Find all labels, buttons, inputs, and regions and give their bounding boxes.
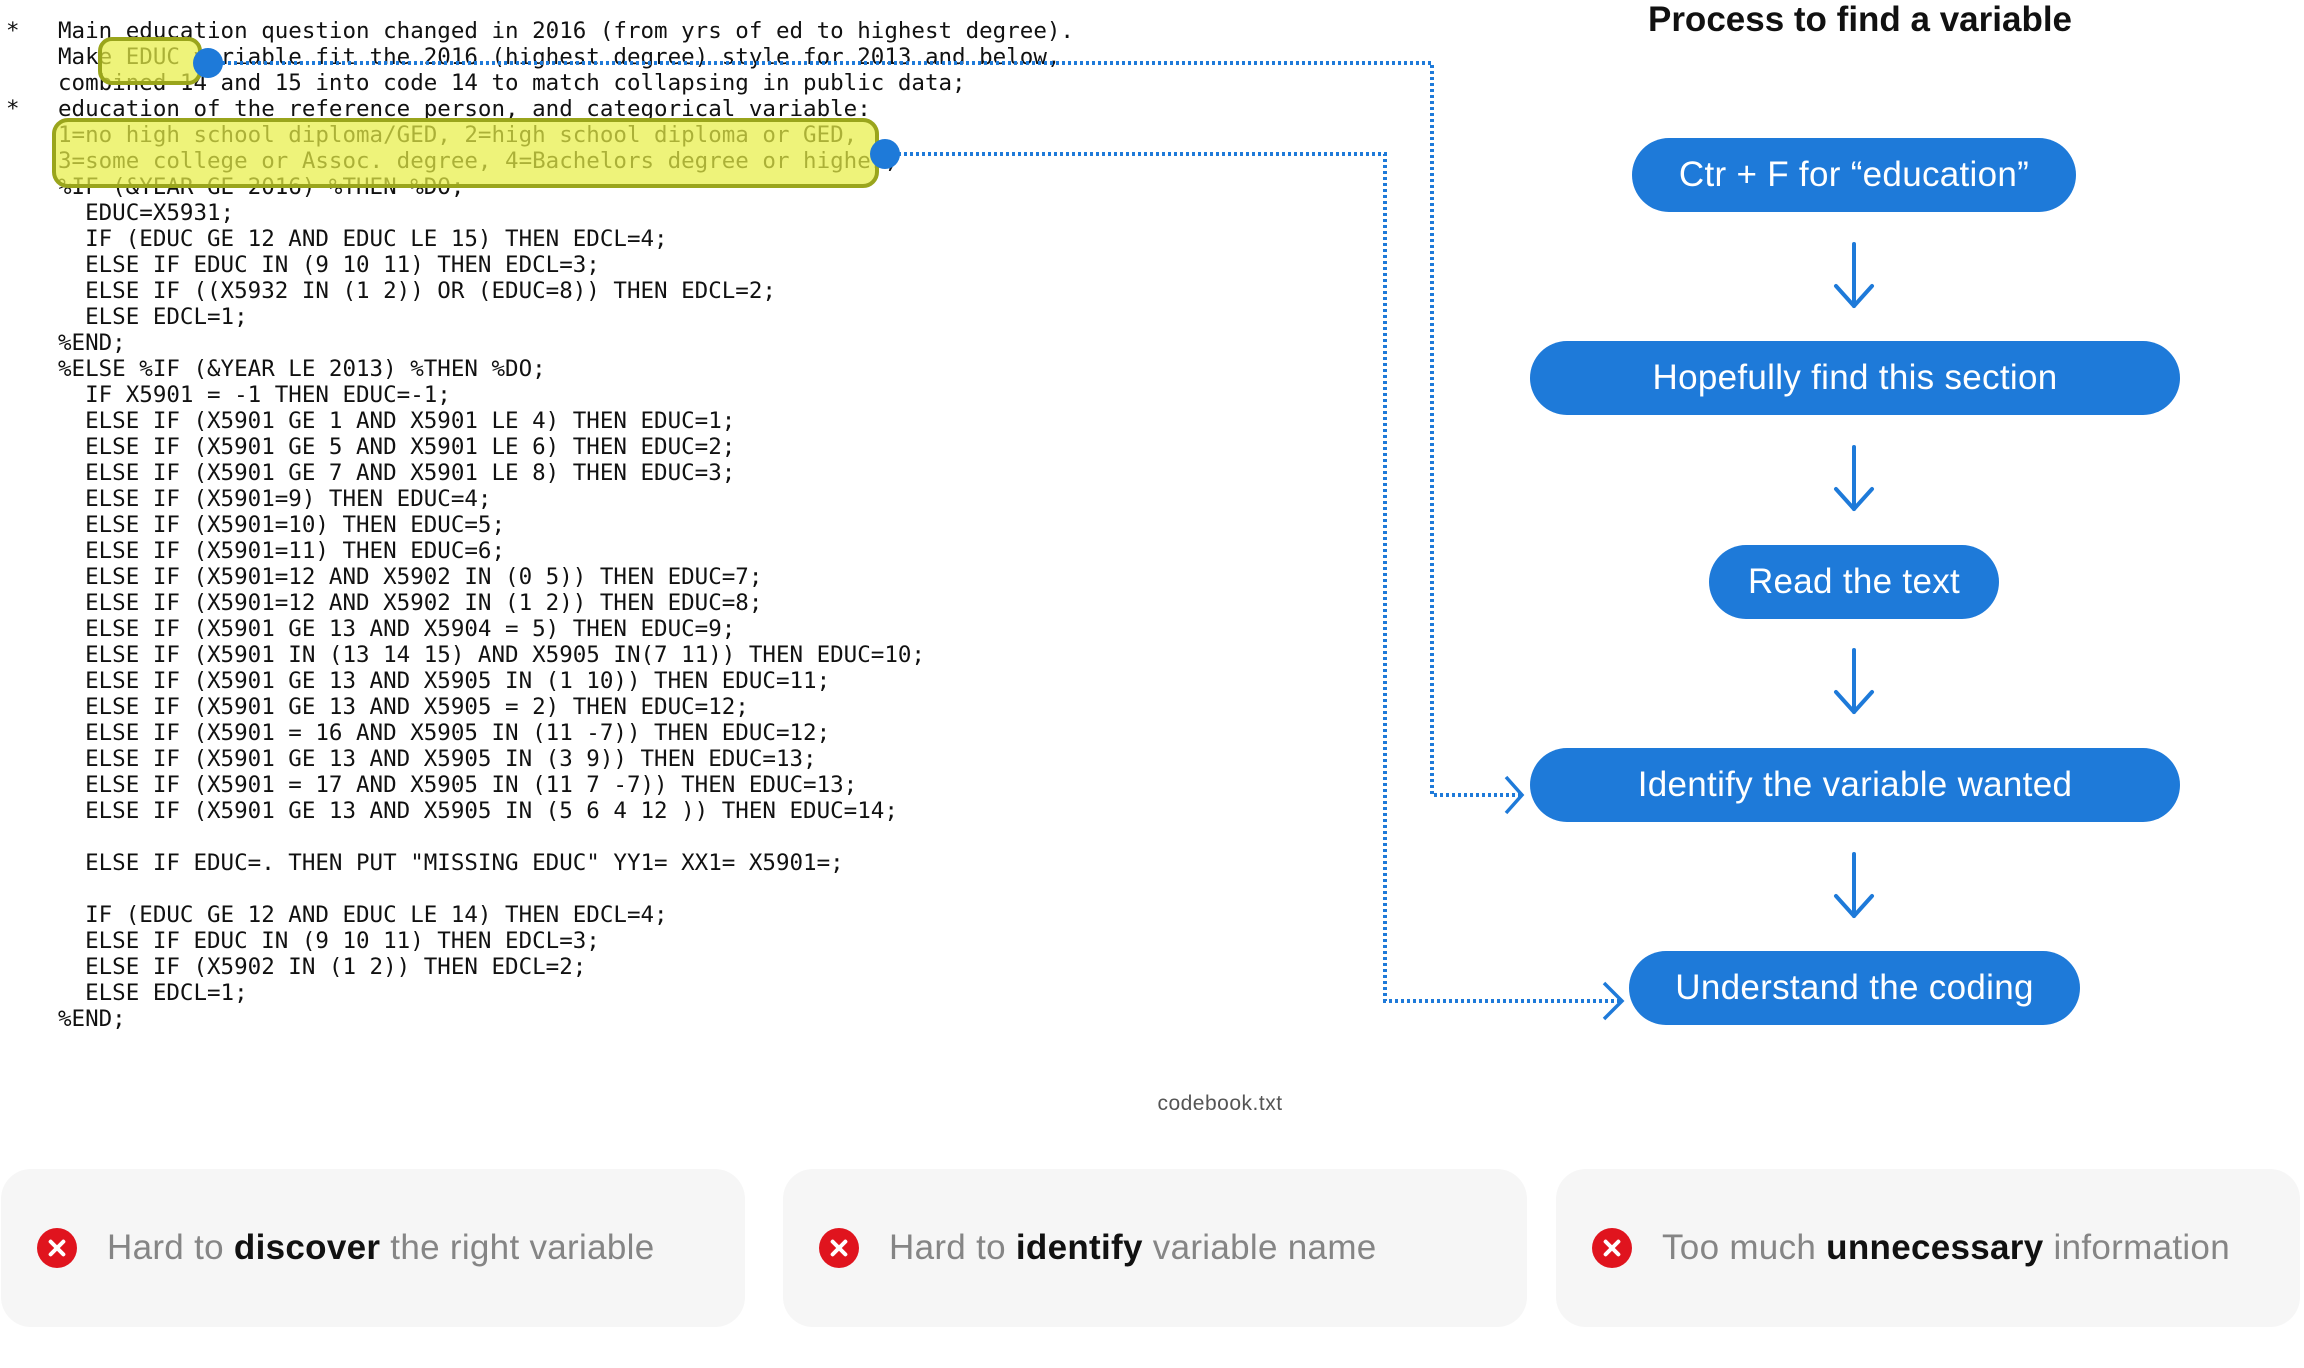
code-line: * education of the reference person, and … [0,96,1010,122]
code-line: ELSE IF EDUC=. THEN PUT "MISSING EDUC" Y… [0,850,1010,876]
code-text: ELSE IF (X5901 GE 13 AND X5905 IN (3 9))… [58,746,817,772]
code-line: ELSE IF (X5901 GE 13 AND X5905 IN (5 6 4… [0,798,1010,824]
code-line: IF (EDUC GE 12 AND EDUC LE 14) THEN EDCL… [0,902,1010,928]
code-line: ELSE EDCL=1; [0,304,1010,330]
code-line: ELSE IF (X5901 GE 13 AND X5904 = 5) THEN… [0,616,1010,642]
code-text: ELSE IF (X5901=10) THEN EDUC=5; [58,512,506,538]
pain-point-text: Hard to identify variable name [889,1228,1377,1267]
code-text: ELSE IF (X5901=11) THEN EDUC=6; [58,538,506,564]
flow-step-search: Ctr + F for “education” [1632,138,2076,212]
pain-point-card: Too much unnecessary information [1556,1169,2300,1327]
code-text: %ELSE %IF (&YEAR LE 2013) %THEN %DO; [58,356,546,382]
code-line: ELSE IF (X5901 = 17 AND X5905 IN (11 7 -… [0,772,1010,798]
flow-step-find-section: Hopefully find this section [1530,341,2180,415]
connector-arrowhead-identify [1504,775,1525,815]
code-line: %END; [0,1006,1010,1032]
code-text: IF (EDUC GE 12 AND EDUC LE 14) THEN EDCL… [58,902,668,928]
comment-marker: * [6,96,20,122]
code-text: ELSE IF (X5901 GE 13 AND X5905 = 2) THEN… [58,694,749,720]
code-line: ELSE IF (X5902 IN (1 2)) THEN EDCL=2; [0,954,1010,980]
code-text: combined 14 and 15 into code 14 to match… [58,70,966,96]
code-line: ELSE IF (X5901 GE 5 AND X5901 LE 6) THEN… [0,434,1010,460]
pain-point-card: Hard to discover the right variable [1,1169,745,1327]
arrow-down-icon [1834,242,1874,308]
code-line: ELSE IF (X5901=9) THEN EDUC=4; [0,486,1010,512]
code-text: ELSE IF (X5901 IN (13 14 15) AND X5905 I… [58,642,925,668]
code-line: %END; [0,330,1010,356]
connector-variable-to-identify [222,61,1520,797]
code-line: IF X5901 = -1 THEN EDUC=-1; [0,382,1010,408]
highlight-category-coding [52,118,879,188]
code-line: %ELSE %IF (&YEAR LE 2013) %THEN %DO; [0,356,1010,382]
code-line: ELSE IF (X5901 GE 7 AND X5901 LE 8) THEN… [0,460,1010,486]
code-text: Main education question changed in 2016 … [58,18,1074,44]
code-text: ELSE IF EDUC=. THEN PUT "MISSING EDUC" Y… [58,850,844,876]
flow-step-identify-variable: Identify the variable wanted [1530,748,2180,822]
code-text: ELSE IF (X5901=12 AND X5902 IN (0 5)) TH… [58,564,763,590]
code-line: ELSE IF ((X5932 IN (1 2)) OR (EDUC=8)) T… [0,278,1010,304]
code-line: ELSE IF (X5901=12 AND X5902 IN (0 5)) TH… [0,564,1010,590]
arrow-down-icon [1834,445,1874,511]
code-line: EDUC=X5931; [0,200,1010,226]
code-text: education of the reference person, and c… [58,96,871,122]
connector-coding-to-understand [898,152,1620,1003]
code-text: IF X5901 = -1 THEN EDUC=-1; [58,382,451,408]
code-text: ELSE IF (X5901 GE 1 AND X5901 LE 4) THEN… [58,408,736,434]
connector-arrowhead-understand [1602,981,1625,1021]
code-text: %END; [58,1006,126,1032]
code-line: ELSE IF (X5901=11) THEN EDUC=6; [0,538,1010,564]
connector-start-dot [193,48,223,78]
connector-start-dot [870,139,900,169]
code-text: ELSE IF (X5901 GE 5 AND X5901 LE 6) THEN… [58,434,736,460]
code-line: ELSE IF (X5901=12 AND X5902 IN (1 2)) TH… [0,590,1010,616]
code-line: ELSE EDCL=1; [0,980,1010,1006]
code-text: ELSE IF (X5901 = 17 AND X5905 IN (11 7 -… [58,772,858,798]
code-text: ELSE IF (X5902 IN (1 2)) THEN EDCL=2; [58,954,587,980]
code-line: ELSE IF (X5901 IN (13 14 15) AND X5905 I… [0,642,1010,668]
code-text: EDUC=X5931; [58,200,235,226]
code-text: ELSE IF (X5901 = 16 AND X5905 IN (11 -7)… [58,720,831,746]
code-text: ELSE IF (X5901 GE 13 AND X5904 = 5) THEN… [58,616,736,642]
code-text: ELSE IF (X5901=12 AND X5902 IN (1 2)) TH… [58,590,763,616]
pain-point-card: Hard to identify variable name [783,1169,1527,1327]
file-caption: codebook.txt [1157,1092,1283,1115]
code-line: combined 14 and 15 into code 14 to match… [0,70,1010,96]
pain-point-text: Too much unnecessary information [1662,1228,2230,1267]
code-line: ELSE IF EDUC IN (9 10 11) THEN EDCL=3; [0,252,1010,278]
code-line: ELSE IF EDUC IN (9 10 11) THEN EDCL=3; [0,928,1010,954]
code-line: IF (EDUC GE 12 AND EDUC LE 15) THEN EDCL… [0,226,1010,252]
code-text: ELSE IF EDUC IN (9 10 11) THEN EDCL=3; [58,252,600,278]
code-line: ELSE IF (X5901=10) THEN EDUC=5; [0,512,1010,538]
code-text: ELSE EDCL=1; [58,304,248,330]
code-line: ELSE IF (X5901 GE 1 AND X5901 LE 4) THEN… [0,408,1010,434]
flow-title: Process to find a variable [1647,0,2073,39]
code-line: * Main education question changed in 2016… [0,18,1074,44]
code-text: ELSE EDCL=1; [58,980,248,1006]
code-text: ELSE IF EDUC IN (9 10 11) THEN EDCL=3; [58,928,600,954]
code-text: %END; [58,330,126,356]
code-text: ELSE IF (X5901=9) THEN EDUC=4; [58,486,492,512]
flow-step-read-text: Read the text [1709,545,1999,619]
flow-step-understand-coding: Understand the coding [1629,951,2080,1025]
error-x-icon [37,1228,77,1268]
code-text: ELSE IF (X5901 GE 13 AND X5905 IN (1 10)… [58,668,831,694]
arrow-down-icon [1834,852,1874,918]
code-text: ELSE IF (X5901 GE 13 AND X5905 IN (5 6 4… [58,798,898,824]
code-line: ELSE IF (X5901 GE 13 AND X5905 IN (1 10)… [0,668,1010,694]
code-text: IF (EDUC GE 12 AND EDUC LE 15) THEN EDCL… [58,226,668,252]
code-line: ELSE IF (X5901 GE 13 AND X5905 = 2) THEN… [0,694,1010,720]
pain-point-text: Hard to discover the right variable [107,1228,655,1267]
comment-marker: * [6,18,20,44]
arrow-down-icon [1834,648,1874,714]
code-line: ELSE IF (X5901 GE 13 AND X5905 IN (3 9))… [0,746,1010,772]
error-x-icon [819,1228,859,1268]
error-x-icon [1592,1228,1632,1268]
code-line: ELSE IF (X5901 = 16 AND X5905 IN (11 -7)… [0,720,1010,746]
code-text: ELSE IF (X5901 GE 7 AND X5901 LE 8) THEN… [58,460,736,486]
code-text: ELSE IF ((X5932 IN (1 2)) OR (EDUC=8)) T… [58,278,776,304]
